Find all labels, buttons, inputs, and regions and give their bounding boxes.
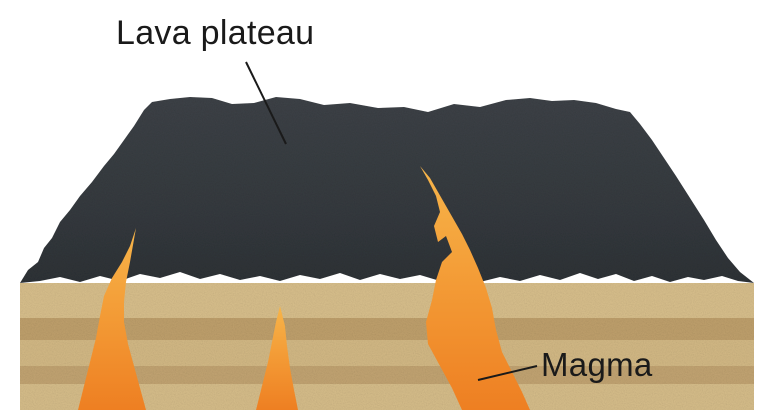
magma-dike-right bbox=[420, 166, 530, 410]
sediment-band-1 bbox=[20, 318, 754, 340]
magma-dike-left bbox=[78, 228, 146, 410]
sediment-layer-middle bbox=[20, 340, 754, 366]
magma-conduits bbox=[78, 166, 530, 410]
lava-plateau-leader-line bbox=[245, 61, 287, 145]
lava-plateau-label: Lava plateau bbox=[116, 14, 315, 52]
sediment-band-2 bbox=[20, 366, 754, 384]
lava-plateau-surface bbox=[20, 97, 754, 283]
magma-leader-line bbox=[477, 365, 538, 381]
magma-dike-center bbox=[256, 306, 298, 410]
magma-label: Magma bbox=[541, 346, 653, 383]
